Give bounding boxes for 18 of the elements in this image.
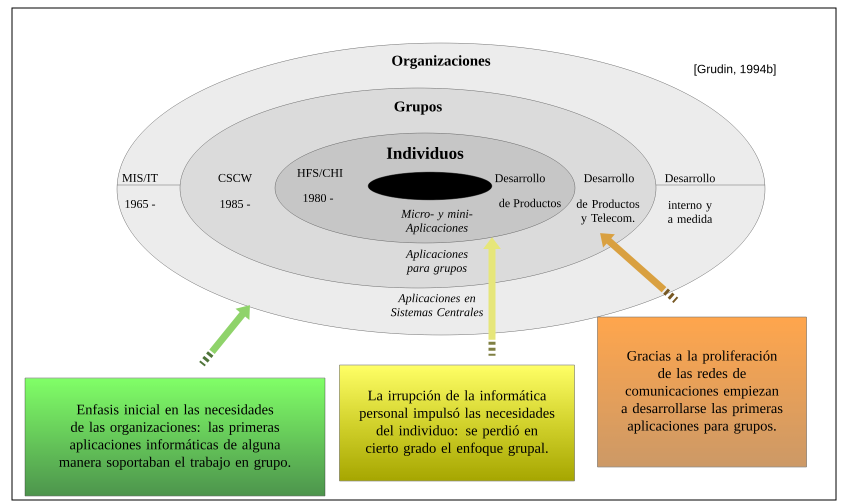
- ellipse-label: de Productos: [499, 198, 561, 208]
- ellipse-label: Aplicaciones en Sistemas Centrales: [390, 294, 483, 316]
- ellipse-label: de Productos y Telecom.: [576, 200, 640, 224]
- ellipse-label: Aplicaciones para grupos: [405, 250, 468, 274]
- ellipse: [368, 172, 492, 200]
- ellipse-label: 1980 -: [304, 194, 334, 202]
- note-box: Gracias a la proliferación de las redes de comunicaciones empiezan a desarrollarse las primeras aplicaciones para grupos.: [597, 316, 807, 468]
- ellipse-label: 1985 -: [220, 200, 250, 208]
- ellipse-label: interno y a medida: [668, 200, 712, 224]
- ellipse-label: CSCW: [218, 174, 252, 182]
- ellipse-label: HFS/CHI: [297, 168, 343, 178]
- note-box: La irrupción de la informática personal impulsó las necesidades del individuo: se perdió en cierto grado el enfoque grupal.: [339, 364, 575, 482]
- arrow: [600, 233, 678, 304]
- ellipse-label: MIS/IT: [122, 174, 158, 182]
- ellipse-label: Desarrollo: [665, 174, 715, 182]
- ellipse-label: Desarrollo: [584, 174, 634, 182]
- note-box: Enfasis inicial en las necesidades de las organizaciones: las primeras aplicaciones informáticas de alguna manera soportaban el trabajo en grupo.: [24, 378, 326, 496]
- ellipse-label: 1965 -: [126, 200, 156, 208]
